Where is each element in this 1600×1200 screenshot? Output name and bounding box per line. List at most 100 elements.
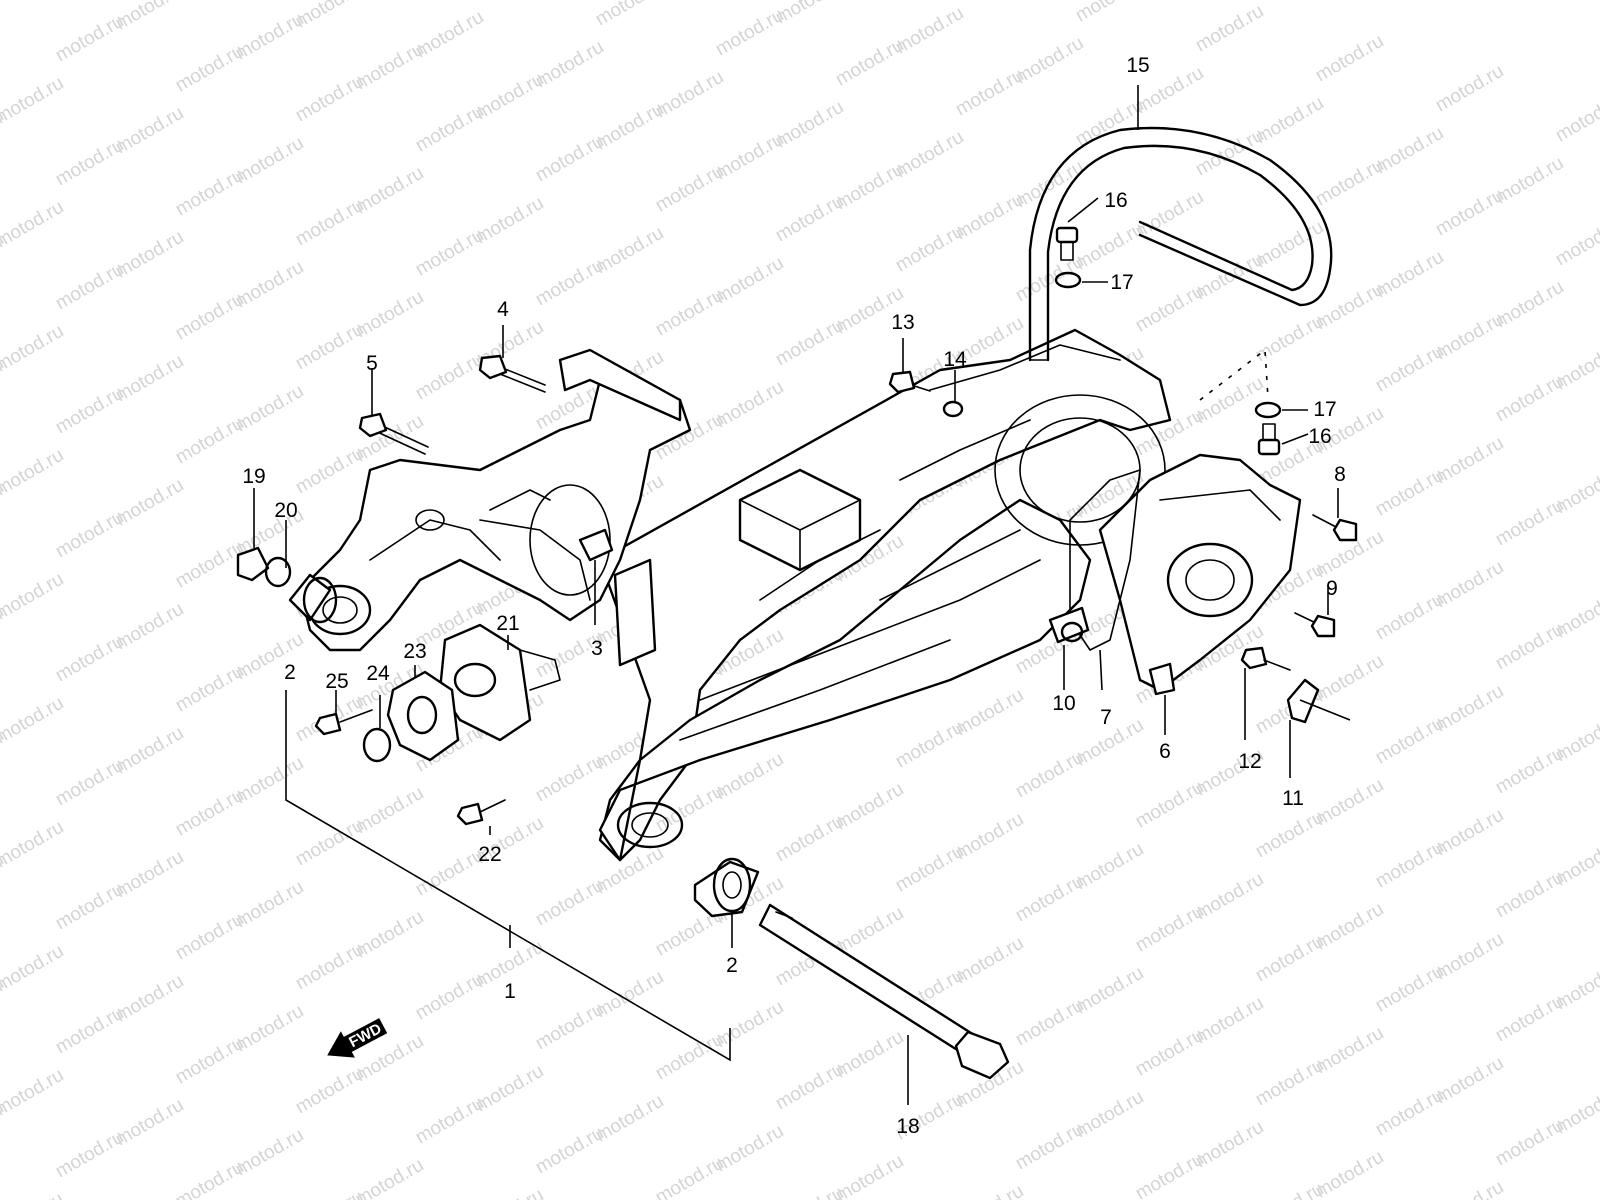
watermark-text: motod.ru bbox=[412, 349, 487, 405]
watermark-text: motod.ru bbox=[1132, 1025, 1207, 1081]
watermark-text: motod.ru bbox=[0, 569, 67, 625]
watermark-text: motod.ru bbox=[772, 191, 847, 247]
watermark-text: motod.ru bbox=[292, 443, 367, 499]
watermark-text: motod.ru bbox=[532, 1123, 607, 1179]
watermark-text: motod.ru bbox=[52, 1127, 127, 1183]
watermark-text: motod.ru bbox=[1072, 0, 1147, 26]
callout-6: 6 bbox=[1159, 740, 1171, 763]
watermark-text: motod.ru bbox=[1012, 1119, 1087, 1175]
watermark-text: motod.ru bbox=[472, 1185, 547, 1200]
callout-25: 25 bbox=[325, 670, 348, 693]
callout-24: 24 bbox=[366, 662, 390, 685]
watermark-text: motod.ru bbox=[1252, 1055, 1327, 1111]
watermark-text: motod.ru bbox=[52, 879, 127, 935]
watermark-text: motod.ru bbox=[52, 631, 127, 687]
watermark-text: motod.ru bbox=[952, 65, 1027, 121]
watermark-text: motod.ru bbox=[652, 161, 727, 217]
callout-20: 20 bbox=[274, 499, 297, 522]
watermark-text: motod.ru bbox=[1012, 251, 1087, 307]
watermark-text: motod.ru bbox=[172, 537, 247, 593]
watermark-text: motod.ru bbox=[952, 1181, 1027, 1200]
watermark-text: motod.ru bbox=[772, 315, 847, 371]
watermark-text: motod.ru bbox=[412, 1093, 487, 1149]
watermark-text: motod.ru bbox=[1252, 311, 1327, 367]
callout-12: 12 bbox=[1238, 750, 1261, 773]
callout-17-top: 17 bbox=[1110, 271, 1133, 294]
front-bracket bbox=[298, 348, 692, 652]
breather-hose bbox=[1028, 126, 1333, 362]
watermark-text: motod.ru bbox=[892, 717, 967, 773]
watermark-text: motod.ru bbox=[1492, 495, 1567, 551]
watermark-text: motod.ru bbox=[0, 197, 67, 253]
watermark-text: motod.ru bbox=[772, 1059, 847, 1115]
watermark-text: motod.ru bbox=[532, 875, 607, 931]
callout-18: 18 bbox=[896, 1115, 919, 1138]
callout-13: 13 bbox=[891, 311, 914, 334]
watermark-text: motod.ru bbox=[352, 1155, 427, 1200]
watermark-text: motod.ru bbox=[532, 751, 607, 807]
callout-7: 7 bbox=[1100, 706, 1112, 729]
watermark-text: motod.ru bbox=[1552, 215, 1600, 271]
watermark-text: motod.ru bbox=[0, 1189, 67, 1200]
watermark-text: motod.ru bbox=[52, 755, 127, 811]
crankcase-frame bbox=[598, 328, 1172, 862]
watermark-text: motod.ru bbox=[172, 41, 247, 97]
watermark-text: motod.ru bbox=[292, 1063, 367, 1119]
watermark-text: motod.ru bbox=[52, 135, 127, 191]
watermark-text: motod.ru bbox=[1492, 867, 1567, 923]
callout-2-bottom: 2 bbox=[726, 954, 738, 977]
watermark-text: motod.ru bbox=[1432, 185, 1507, 241]
fwd-label: FWD bbox=[346, 1020, 384, 1051]
callout-22: 22 bbox=[478, 843, 501, 866]
watermark-text: motod.ru bbox=[172, 1033, 247, 1089]
watermark-text: motod.ru bbox=[652, 1153, 727, 1200]
watermark-text: motod.ru bbox=[52, 383, 127, 439]
watermark-text: motod.ru bbox=[292, 815, 367, 871]
callout-23: 23 bbox=[403, 640, 426, 663]
watermark-text: motod.ru bbox=[1492, 991, 1567, 1047]
watermark-text: motod.ru bbox=[172, 785, 247, 841]
watermark-text: motod.ru bbox=[652, 285, 727, 341]
watermark-text: motod.ru bbox=[412, 845, 487, 901]
watermark-text: motod.ru bbox=[172, 289, 247, 345]
callout-14: 14 bbox=[943, 348, 967, 371]
watermark-text: motod.ru bbox=[1012, 747, 1087, 803]
leader-lines bbox=[253, 85, 1351, 1105]
watermark-text: motod.ru bbox=[172, 165, 247, 221]
watermark-text: motod.ru bbox=[412, 101, 487, 157]
watermark-text: motod.ru bbox=[1132, 777, 1207, 833]
watermark-text: motod.ru bbox=[0, 817, 67, 873]
callout-1: 1 bbox=[504, 980, 516, 1003]
callout-5: 5 bbox=[366, 352, 378, 375]
watermark-text: motod.ru bbox=[1252, 807, 1327, 863]
watermark-text: motod.ru bbox=[1492, 743, 1567, 799]
watermark-text: motod.ru bbox=[1372, 1085, 1447, 1141]
watermark-text: motod.ru bbox=[172, 909, 247, 965]
callout-17-right: 17 bbox=[1313, 398, 1336, 421]
watermark-text: motod.ru bbox=[1192, 1, 1267, 57]
watermark-text: motod.ru bbox=[892, 221, 967, 277]
watermark-text: motod.ru bbox=[1132, 901, 1207, 957]
callout-4: 4 bbox=[497, 298, 509, 321]
watermark-text: motod.ru bbox=[52, 507, 127, 563]
callout-9: 9 bbox=[1326, 577, 1338, 600]
callout-15: 15 bbox=[1126, 54, 1149, 77]
watermark-text: motod.ru bbox=[292, 939, 367, 995]
watermark-text: motod.ru bbox=[1312, 155, 1387, 211]
callout-8: 8 bbox=[1334, 463, 1346, 486]
watermark-text: motod.ru bbox=[1372, 713, 1447, 769]
watermark-text: motod.ru bbox=[532, 999, 607, 1055]
watermark-text: motod.ru bbox=[52, 259, 127, 315]
watermark-text: motod.ru bbox=[832, 1151, 907, 1200]
watermark-text: motod.ru bbox=[1132, 281, 1207, 337]
watermark-text: motod.ru bbox=[1372, 341, 1447, 397]
watermark-text: motod.ru bbox=[292, 319, 367, 375]
watermark-text: motod.ru bbox=[52, 1003, 127, 1059]
watermark-text: motod.ru bbox=[1492, 619, 1567, 675]
callout-16-top: 16 bbox=[1104, 189, 1127, 212]
watermark-text: motod.ru bbox=[1552, 91, 1600, 147]
hardware bbox=[236, 226, 1358, 1080]
callout-10: 10 bbox=[1052, 692, 1075, 715]
watermark-text: motod.ru bbox=[172, 0, 247, 2]
